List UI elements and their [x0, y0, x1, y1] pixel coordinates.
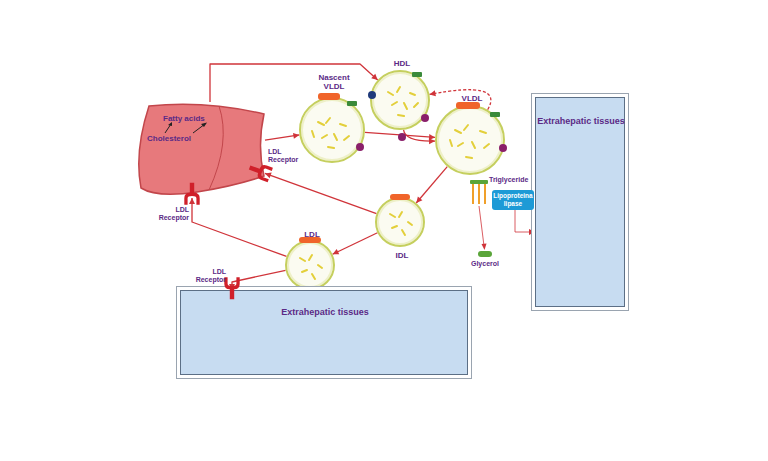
apoprotein-tag	[398, 133, 406, 141]
apoprotein-tag	[368, 91, 376, 99]
flow-arrow	[265, 133, 299, 140]
liver-shape	[139, 104, 264, 194]
flow-line	[333, 233, 378, 254]
fatty-acid-chain	[473, 184, 485, 204]
flow-arrow	[515, 210, 535, 235]
flow-arrow	[365, 132, 435, 140]
node-text: Lipoproteina lipase	[492, 192, 534, 208]
flow-line	[232, 270, 286, 290]
apoprotein-tag	[456, 102, 480, 109]
arrow-head	[265, 173, 272, 179]
arrow-head	[333, 249, 340, 254]
annotation-label: LDL Receptor	[268, 148, 304, 164]
apoprotein-tag	[412, 72, 422, 77]
leader-line	[479, 206, 484, 246]
apoprotein-tag	[490, 112, 500, 117]
lipoprotein-particle: HDL	[370, 70, 430, 130]
triglyceride-head	[470, 180, 488, 184]
apoprotein-tag	[421, 114, 429, 122]
flow-arrow	[333, 233, 378, 255]
annotation-label: Glycerol	[462, 260, 508, 268]
apoprotein-tag	[499, 144, 507, 152]
node-text: VLDL	[437, 94, 507, 103]
tissue-box: Extrahepatic tissues	[535, 97, 625, 307]
annotation-label: Triglyceride	[489, 176, 539, 184]
apoprotein-tag	[356, 143, 364, 151]
flow-line	[416, 167, 447, 203]
node-text: IDL	[377, 251, 427, 260]
flow-arrow	[416, 167, 447, 203]
flow-line	[210, 64, 378, 102]
node-text: Cholesterol	[147, 134, 217, 143]
flow-line	[265, 173, 376, 213]
flow-line	[192, 198, 287, 256]
arrow-head	[482, 244, 487, 251]
node-text: Extrahepatic tissues	[536, 116, 626, 127]
apoprotein-tag	[299, 237, 321, 243]
enzyme-box: Lipoproteina lipase	[492, 190, 534, 210]
arrow-head	[429, 90, 435, 96]
node-text: Extrahepatic tissues	[181, 307, 469, 318]
arrow-head	[416, 196, 422, 203]
annotation-label: LDL Receptor	[155, 206, 189, 222]
node-text: Fatty acids	[163, 114, 233, 123]
flow-arrow	[210, 64, 378, 102]
liver-lobe-line	[209, 106, 223, 190]
glycerol-symbol	[478, 251, 492, 257]
flow-line	[515, 210, 535, 232]
liver-organ: Fatty acidsCholesterol	[135, 102, 265, 198]
apoprotein-tag	[390, 194, 410, 200]
lipoprotein-particle: Nascent VLDL	[299, 97, 365, 163]
flow-arrow	[189, 198, 287, 256]
flow-arrow	[265, 173, 376, 214]
arrow-head	[189, 198, 195, 204]
annotation-label: LDL Receptor	[192, 268, 226, 284]
tissue-box: Extrahepatic tissues	[180, 290, 468, 375]
node-text: HDL	[372, 59, 432, 68]
apoprotein-tag	[318, 93, 340, 100]
lipoprotein-particle: LDL	[285, 240, 335, 290]
lipoprotein-particle: IDL	[375, 197, 425, 247]
flow-arrow	[404, 130, 435, 144]
apoprotein-tag	[347, 101, 357, 106]
node-text: Nascent VLDL	[314, 73, 354, 91]
